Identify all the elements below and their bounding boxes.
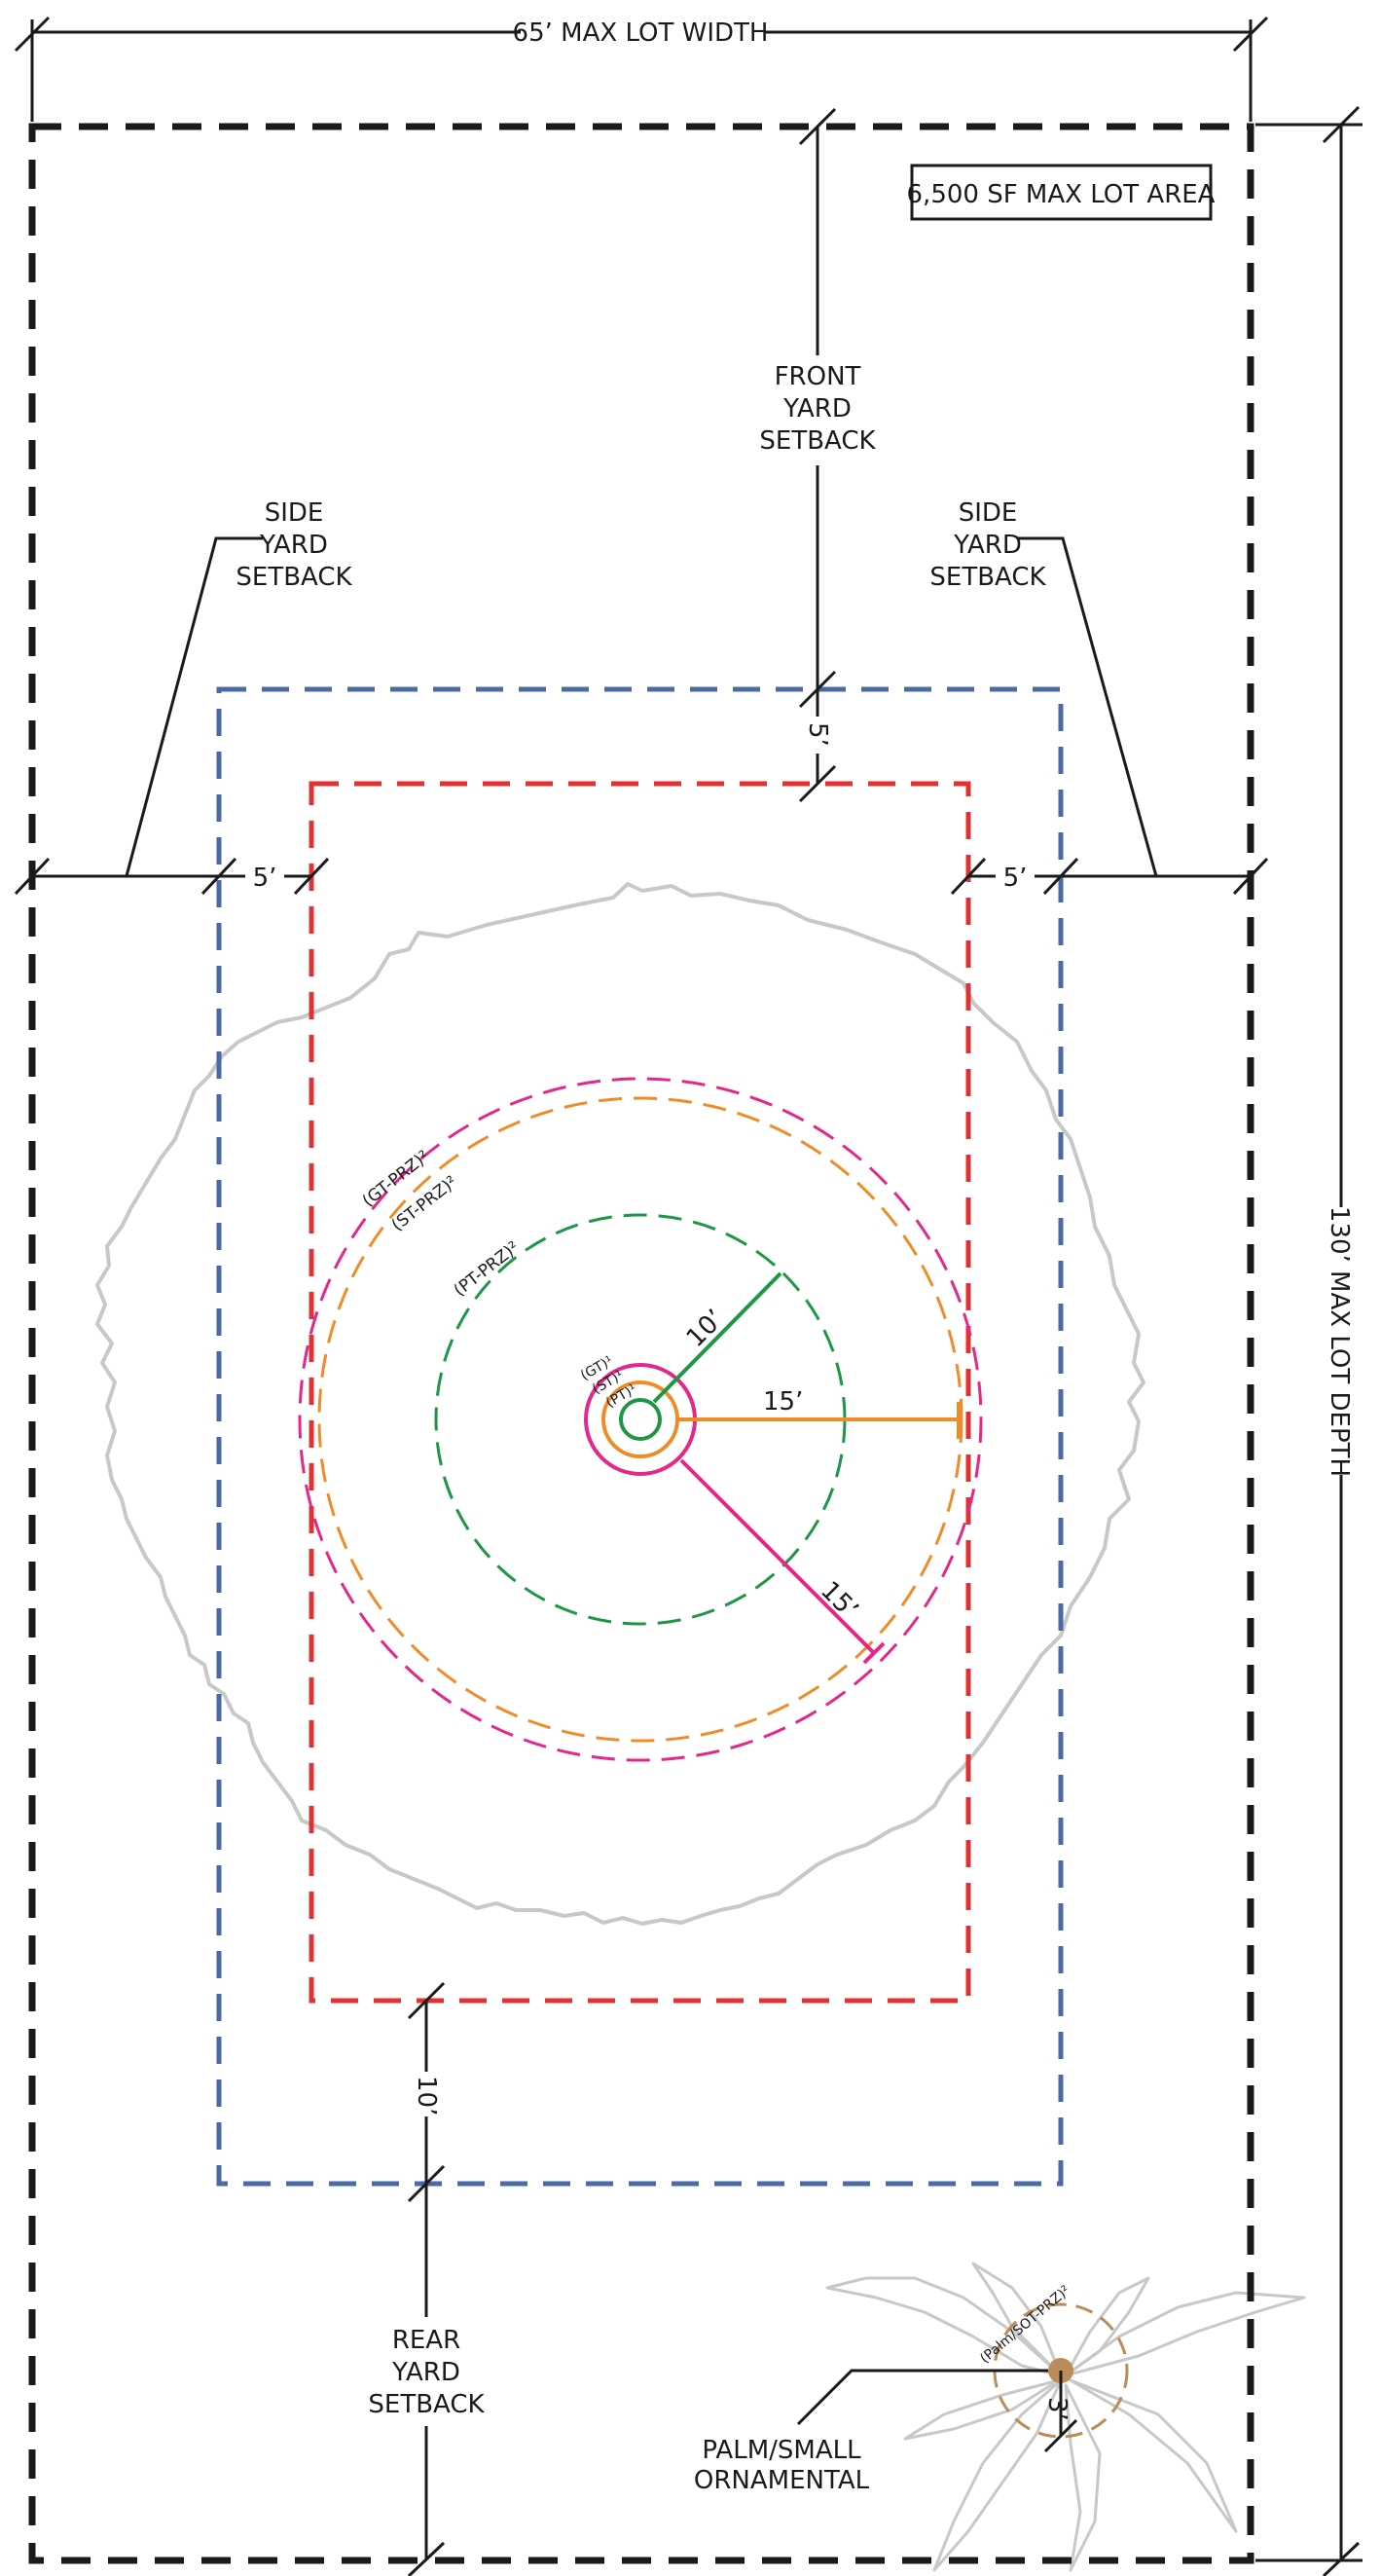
side-left-label-1: SIDE [265, 498, 324, 528]
pt-trunk-circle [619, 1398, 662, 1441]
palm-canopy [825, 2262, 1306, 2572]
rear-yard-label-3: SETBACK [368, 2390, 485, 2419]
lot-depth-tick-top [1322, 105, 1361, 144]
rear-yard-label-2: YARD [391, 2358, 460, 2387]
front-setback-value: 5’ [803, 722, 832, 747]
side-left-label-3: SETBACK [236, 563, 352, 592]
rear-setback-tick-3 [407, 2541, 446, 2576]
setback-line [216, 686, 1064, 2187]
front-setback-tick-mid [798, 670, 837, 709]
side-left-leader [125, 536, 263, 877]
palm-label-line-2: ORNAMENTAL [694, 2466, 870, 2495]
lot-area-box [910, 164, 1213, 221]
side-left-value: 5’ [253, 864, 277, 893]
side-right-tick-2 [1042, 857, 1079, 896]
side-right-label-3: SETBACK [929, 563, 1046, 592]
palm-frond-left [825, 2276, 1063, 2377]
pt-prz-label: (PT-PRZ)² [451, 1238, 524, 1301]
side-right-label-2: YARD [953, 531, 1022, 560]
buildable-area [309, 781, 971, 2004]
side-left-tick-3 [293, 857, 330, 896]
lot-area-label: 6,500 SF MAX LOT AREA [907, 180, 1216, 209]
gt-prz-circle [298, 1077, 983, 1762]
palm-sot-prz-label: (Palm/SOT-PRZ)² [977, 2283, 1073, 2367]
side-left-tick-1 [14, 857, 51, 896]
side-left-tick-2 [200, 857, 237, 896]
side-left-label-2: YARD [259, 531, 328, 560]
front-yard-label-2: YARD [782, 394, 852, 423]
rear-setback-tick-2 [407, 2164, 446, 2203]
rear-setback-value: 10’ [412, 2076, 441, 2116]
st-prz-circle [317, 1096, 963, 1743]
pt-radius-line [652, 1271, 782, 1404]
tree-canopy-outline [95, 882, 1145, 1926]
palm-label-line-1: PALM/SMALL [702, 2436, 861, 2465]
side-right-value: 5’ [1003, 864, 1028, 893]
palm-frond-upper-right [1064, 2276, 1150, 2377]
lot-width-tick-left [14, 16, 51, 53]
palm-radius-label: 3’ [1042, 2397, 1072, 2421]
palm-frond-right [1064, 2291, 1306, 2377]
side-right-tick-1 [950, 857, 987, 896]
pt-radius-label: 10’ [681, 1304, 730, 1352]
side-left-value-bg [245, 861, 284, 890]
front-setback-tick-bottom [798, 764, 837, 803]
rear-setback-tick-1 [407, 1981, 446, 2020]
rear-yard-label-1: REAR [392, 2326, 460, 2355]
palm-leader-line [796, 2369, 1048, 2426]
side-right-leader [1017, 536, 1158, 877]
rear-setback-value-bg [413, 2072, 440, 2116]
front-setback-tick-top [798, 107, 837, 146]
side-right-value-bg [996, 861, 1035, 890]
palm-radius-tick [1043, 2418, 1078, 2453]
gt-radius-label: 15’ [815, 1576, 863, 1625]
palm-frond-lower-left [903, 2378, 1061, 2441]
front-yard-label-3: SETBACK [759, 426, 876, 456]
lot-depth-tick-bottom [1322, 2541, 1361, 2576]
palm-frond-bottom [1064, 2383, 1102, 2572]
lot-boundary [28, 123, 1254, 2564]
palm-frond-bottom-right [1069, 2378, 1238, 2533]
lot-width-tick-right [1232, 16, 1269, 53]
lot-depth-label: 130’ MAX LOT DEPTH [1325, 1206, 1354, 1477]
front-yard-label-1: FRONT [775, 362, 861, 391]
side-right-label-1: SIDE [959, 498, 1018, 528]
lot-width-label: 65’ MAX LOT WIDTH [513, 18, 769, 48]
st-radius-label: 15’ [763, 1387, 803, 1417]
gt-radius-line [679, 1458, 876, 1655]
gt-radius-tick [862, 1641, 886, 1665]
palm-frond-bottom-left [932, 2378, 1063, 2572]
front-setback-value-bg [804, 717, 831, 754]
side-right-tick-3 [1232, 857, 1269, 896]
